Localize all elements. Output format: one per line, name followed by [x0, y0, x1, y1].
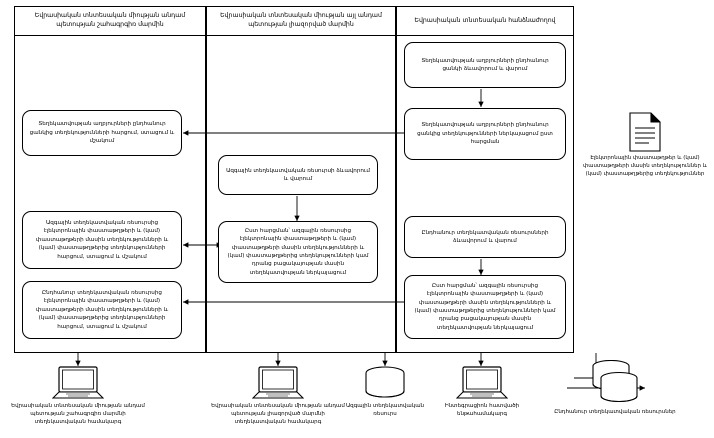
bottom-item-caption: Ինտեգրացիոն հատվածի ենթահամակարգ: [444, 403, 520, 417]
bottom-item-caption: Եվրասիական տնտեսական միության անդամ պետո…: [11, 403, 145, 425]
monitor-icon: [252, 366, 304, 399]
bottom-item-caption: Եվրասիական տնտեսական միության անդամ պետո…: [211, 403, 345, 425]
swimlane-title-authorized-body: Եվրասիական տնտեսական միության այլ անդամ …: [206, 6, 396, 36]
document-artifact-caption: Էլեկտրոնային փաստաթղթեր և (կամ) փաստաթղթ…: [582, 155, 708, 177]
node-right-2[interactable]: Տեղեկատվության աղբյուրների ընդհանուր ցան…: [404, 108, 566, 160]
node-right-4[interactable]: Ըստ հարցման՝ ազգային ռեսուրսից էլեկտրոնա…: [404, 275, 566, 339]
bottom-item-national-resource: Ազգային տեղեկատվական ռեսուրս: [345, 366, 425, 419]
node-right-3[interactable]: Ընդհանուր տեղեկատվական ռեսուրսների ձևավո…: [404, 216, 566, 258]
bottom-item-integration-subsystem: Ինտեգրացիոն հատվածի ենթահամակարգ: [432, 366, 532, 419]
document-icon: [629, 112, 661, 152]
node-mid-2[interactable]: Ըստ հարցման՝ ազգային ռեսուրսից էլեկտրոնա…: [218, 221, 378, 283]
node-right-1[interactable]: Տեղեկատվության աղբյուրների ընդհանուր ցան…: [404, 42, 566, 88]
database-icon: [365, 366, 405, 398]
bottom-item-common-resources: Ընդհանուր տեղեկատվական ռեսուրսներ: [550, 360, 680, 417]
monitor-icon: [52, 366, 104, 399]
swimlane-title-commission: Եվրասիական տնտեսական հանձնաժողով: [396, 6, 574, 36]
node-mid-1[interactable]: Ազգային տեղեկատվական ռեսուրսի ձևավորում …: [218, 155, 378, 195]
document-artifact: Էլեկտրոնային փաստաթղթեր և (կամ) փաստաթղթ…: [578, 112, 712, 178]
node-left-2[interactable]: Ազգային տեղեկատվական ռեսուրսից էլեկտրոնա…: [22, 211, 182, 269]
bottom-item-caption: Ընդհանուր տեղեկատվական ռեսուրսներ: [554, 409, 676, 415]
bottom-item-authorized-body-system: Եվրասիական տնտեսական միության անդամ պետո…: [208, 366, 348, 427]
node-left-3[interactable]: Ընդհանուր տեղեկատվական ռեսուրսից էլեկտրո…: [22, 281, 182, 339]
node-left-1[interactable]: Տեղեկատվության աղբյուրների ընդհանուր ցան…: [22, 110, 182, 156]
monitor-icon: [456, 366, 508, 399]
swimlane-title-interested-body: Եվրասիական տնտեսական միության անդամ պետո…: [14, 6, 206, 36]
database-stack-icon: [592, 360, 638, 403]
bottom-item-caption: Ազգային տեղեկատվական ռեսուրս: [345, 403, 425, 417]
bottom-item-interested-body-system: Եվրասիական տնտեսական միության անդամ պետո…: [8, 366, 148, 427]
